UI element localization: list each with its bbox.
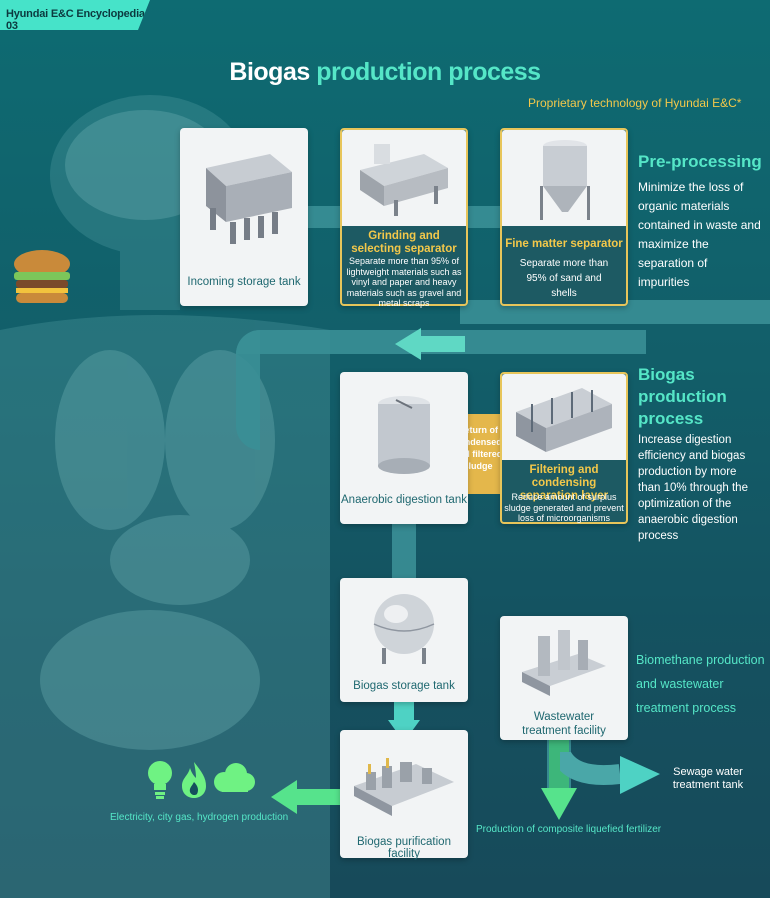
subtitle: Proprietary technology of Hyundai E&C* (528, 96, 742, 110)
fertilizer-label: Production of composite liquefied fertil… (476, 824, 662, 835)
purification-facility-icon (354, 758, 454, 816)
storage-label: Biogas storage tank (353, 680, 455, 692)
title-part1: Biogas (229, 58, 310, 86)
arrow-down-icon (388, 700, 420, 742)
pipe-left-curve (236, 330, 260, 450)
fine-title: Fine matter separator (505, 238, 623, 250)
card-grinding-separator: Grinding and selecting separator Separat… (340, 128, 468, 308)
treatment-plant-icon (522, 630, 606, 696)
grinding-desc: Separate more than 95% of lightweight ma… (346, 256, 462, 308)
grinding-image-panel (342, 130, 466, 226)
pre-processing-heading: Pre-processing (638, 152, 762, 171)
filtering-desc: Reduce amount of surplus sludge generate… (504, 492, 624, 523)
electricity-label: Electricity, city gas, hydrogen producti… (110, 812, 289, 823)
card-biogas-purification: Biogas purification facility (340, 730, 468, 860)
cloud-gas-icon (214, 763, 255, 792)
card-anaerobic-digestion-tank: Anaerobic digestion tank (340, 372, 468, 524)
badge-text: Hyundai E&C Encyclopedia 03 (6, 8, 145, 32)
biomethane-heading: Biomethane production and wastewater tre… (636, 653, 765, 715)
card-filtering-separation: Filtering and condensing separation laye… (500, 372, 628, 524)
title-part2: production process (316, 58, 541, 86)
pre-processing-desc: Minimize the loss of organic materials c… (638, 180, 761, 289)
hamburger-icon (14, 250, 70, 303)
sewage-label: Sewage water treatment tank (672, 766, 744, 791)
purification-label: Biogas purification facility (357, 836, 451, 860)
hopper-tank-icon (540, 140, 590, 220)
biogas-desc: Increase digestion efficiency and biogas… (638, 434, 748, 542)
grinding-title: Grinding and selecting separator (351, 230, 457, 255)
card-wastewater-treatment: Wastewater treatment facility (500, 616, 628, 740)
filtering-image-panel (502, 374, 626, 460)
separator-machine-icon (360, 144, 448, 216)
digestion-tank-icon (378, 396, 430, 474)
arrow-right-sewage-icon (560, 752, 660, 794)
filter-module-icon (516, 388, 612, 452)
biogas-heading: Biogas production process (638, 365, 727, 428)
encyclopedia-badge: Hyundai E&C Encyclopedia 03 (0, 0, 150, 30)
flame-icon (182, 762, 206, 798)
filtering-title: Filtering and condensing separation laye… (519, 464, 609, 502)
anaerobic-label: Anaerobic digestion tank (341, 494, 467, 506)
light-bulb-icon (148, 761, 172, 799)
page-title: Biogas production process (0, 58, 770, 87)
fine-image-panel (502, 130, 626, 226)
return-label: Return of condensed and filtered sludge (453, 425, 503, 471)
card-fine-matter-separator: Fine matter separator Separate more than… (500, 128, 628, 306)
arrow-left-icon (395, 328, 465, 360)
fine-desc: Separate more than 95% of sand and shell… (519, 258, 609, 299)
card-incoming-storage-tank: Incoming storage tank (180, 128, 308, 306)
incoming-label: Incoming storage tank (187, 276, 301, 288)
card-biogas-storage-tank: Biogas storage tank (340, 578, 468, 702)
spherical-tank-icon (373, 594, 435, 664)
arrow-left-output-icon (271, 780, 343, 814)
wastewater-label: Wastewater treatment facility (522, 711, 606, 737)
storage-tank-icon (206, 154, 292, 244)
